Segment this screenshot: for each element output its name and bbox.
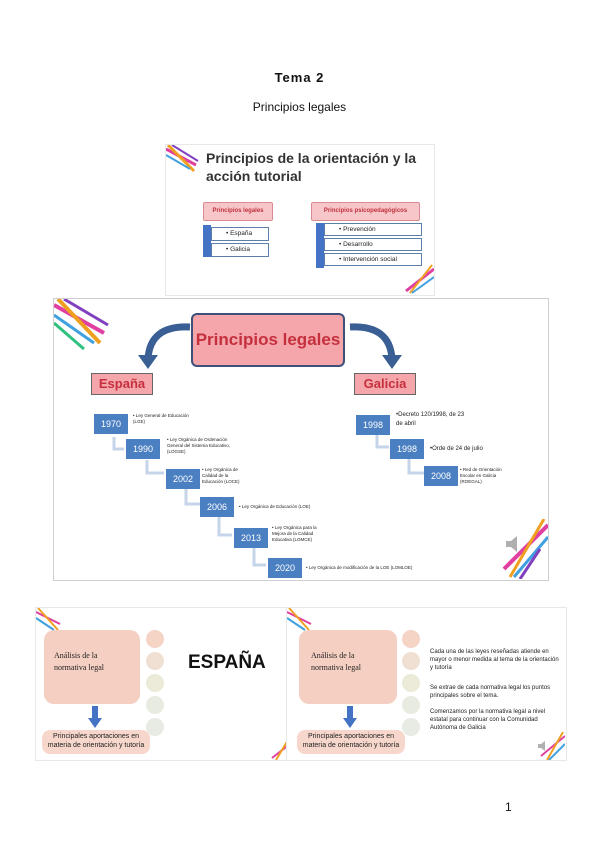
page-number: 1 <box>505 800 512 814</box>
feather-decoration-icon <box>54 299 109 351</box>
list-item: • Desarrollo <box>324 238 422 251</box>
feather-decoration-icon <box>36 608 61 631</box>
year-badge: 1990 <box>126 439 160 459</box>
paragraph: Cada una de las leyes reseñadas atiende … <box>430 649 559 671</box>
speaker-icon <box>538 741 545 751</box>
analysis-box: Análisis de la normativa legal <box>44 630 140 704</box>
year-badge: 2013 <box>234 528 268 548</box>
law-label: • Ley Orgánica de Educación (LOE) <box>239 504 311 509</box>
arrow-down-icon <box>343 706 357 728</box>
law-label: • Ley Orgánica de Ordenación General del… <box>167 437 231 454</box>
decor-circle <box>402 674 420 692</box>
espana-label: España <box>91 373 153 395</box>
chevron-icon <box>203 225 211 257</box>
document-subtitle: Principios legales <box>252 100 347 114</box>
chevron-icon <box>316 223 324 268</box>
document-title: Tema 2 <box>274 70 325 85</box>
slide-title: Principios de la orientación y la acción… <box>206 150 417 184</box>
feather-decoration-icon <box>166 145 199 173</box>
feather-decoration-icon <box>405 264 434 294</box>
list-item: • España <box>211 227 269 241</box>
paragraph: Se extrae de cada normativa legal los pu… <box>430 685 551 699</box>
law-label: • Red de Orientación Escolar en Galicia … <box>460 467 502 484</box>
law-label: • Ley Orgánica para la Mejora de la Cali… <box>272 525 317 542</box>
timeline-connectors <box>112 434 424 567</box>
law-label: • Ley Orgánica de modificación de la LOE… <box>306 565 413 570</box>
principios-psicopedagogicos-header: Principios psicopedagógicos <box>311 202 420 221</box>
list-item: • Galicia <box>211 243 269 257</box>
list-item: • Intervención social <box>324 253 422 266</box>
decor-circle <box>146 652 164 670</box>
espana-heading: ESPAÑA <box>188 652 266 673</box>
feather-decoration-icon <box>502 519 548 579</box>
principios-legales-title: Principios legales <box>191 313 345 367</box>
paragraph: Comenzamos por la normativa legal a nive… <box>430 709 546 731</box>
year-badge: 1998 <box>356 415 390 435</box>
principios-legales-header: Principios legales <box>203 202 273 221</box>
aportaciones-box: Principales aportaciones en materia de o… <box>42 730 150 754</box>
aportaciones-box: Principales aportaciones en materia de o… <box>297 730 405 754</box>
law-label: • Ley Orgánica de Calidad de la Educació… <box>202 467 240 484</box>
year-badge: 1998 <box>390 439 424 459</box>
slide-principios-orientacion: Principios de la orientación y la acción… <box>165 144 435 296</box>
law-label: • Ley General de Educación (LGE) <box>133 413 189 424</box>
decor-circle <box>402 652 420 670</box>
decor-circle <box>402 718 420 736</box>
curved-arrow-left-icon <box>138 323 191 369</box>
decor-circle <box>402 696 420 714</box>
decor-circle <box>146 630 164 648</box>
year-badge: 1970 <box>94 414 128 434</box>
speaker-icon <box>506 536 517 552</box>
year-badge: 2020 <box>268 558 302 578</box>
feather-decoration-icon <box>540 732 565 760</box>
galicia-label: Galicia <box>354 373 416 395</box>
year-badge: 2006 <box>200 497 234 517</box>
decor-circle <box>146 696 164 714</box>
analysis-box: Análisis de la normativa legal <box>299 630 397 704</box>
decor-circle <box>146 674 164 692</box>
slide-analisis-normativa: Análisis de la normativa legal Cada una … <box>286 607 567 761</box>
curved-arrow-right-icon <box>349 323 402 369</box>
law-label: •Decreto 120/1998, de 23 de abril <box>396 412 465 427</box>
arrow-down-icon <box>88 706 102 728</box>
law-label: •Orde de 24 de julio <box>430 446 483 452</box>
year-badge: 2002 <box>166 469 200 489</box>
feather-decoration-icon <box>287 608 312 631</box>
year-badge: 2008 <box>424 466 458 486</box>
slide-principios-legales: Principios legales España Galicia 1970 •… <box>53 298 549 581</box>
list-item: • Prevención <box>324 223 422 236</box>
decor-circle <box>402 630 420 648</box>
slide-espana: Análisis de la normativa legal ESPAÑA Pr… <box>35 607 290 761</box>
decor-circle <box>146 718 164 736</box>
